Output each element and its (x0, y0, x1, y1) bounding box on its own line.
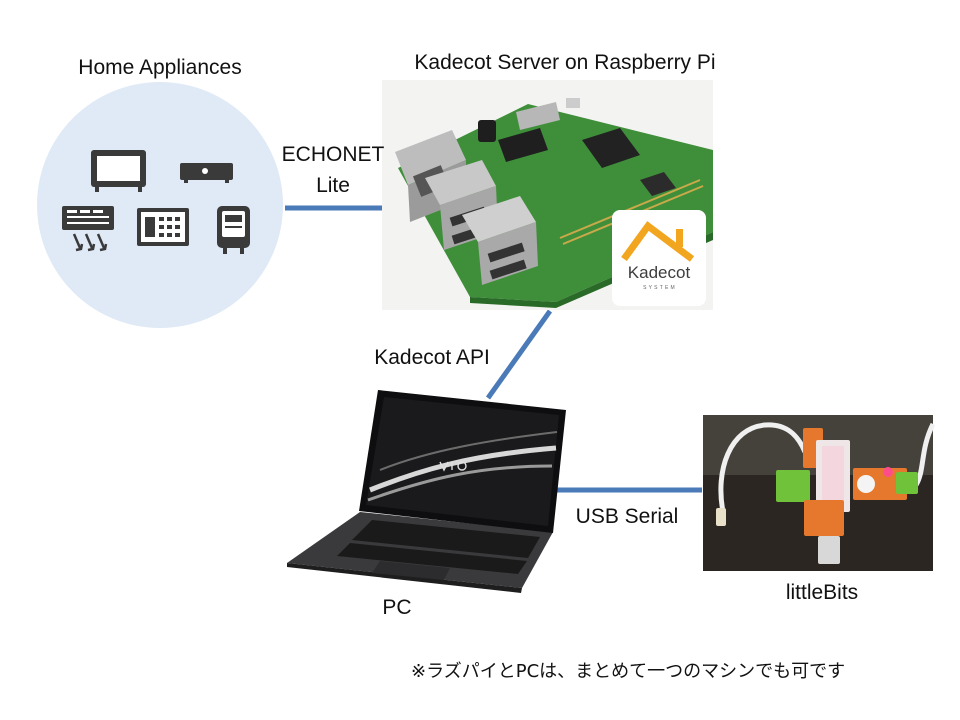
kadecot-logo: Kadecot SYSTEM (612, 210, 706, 306)
echonet-label-line1: ECHONET (281, 143, 385, 166)
tv-icon (91, 150, 146, 192)
kadecot-logo-name: Kadecot (628, 263, 691, 282)
air-conditioner-icon (62, 206, 114, 252)
laptop-photo (287, 390, 566, 593)
littlebits-photo (703, 415, 936, 571)
control-panel-icon (137, 208, 189, 246)
smart-meter-icon (217, 206, 250, 254)
connector-lines (285, 205, 702, 493)
pc-label: PC (382, 596, 412, 619)
kadecot-api-connector (485, 309, 553, 400)
littlebits-label: littleBits (785, 581, 859, 604)
kadecot-api-label: Kadecot API (374, 346, 490, 369)
home-appliances-node (37, 82, 283, 328)
usb-serial-label: USB Serial (575, 505, 679, 528)
footnote: ※ラズパイとPCは、まとめて一つのマシンでも可です (411, 661, 846, 682)
echonet-label-line2: Lite (316, 174, 350, 197)
server-label: Kadecot Server on Raspberry Pi (414, 51, 716, 74)
blu-ray-player-icon (180, 163, 233, 183)
home-appliances-label: Home Appliances (78, 56, 242, 79)
kadecot-logo-sub: SYSTEM (643, 285, 677, 291)
